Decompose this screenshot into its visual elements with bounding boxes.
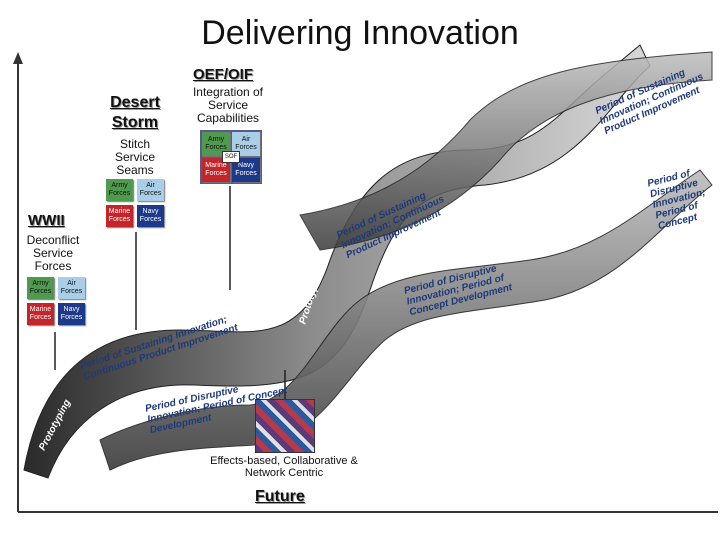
caption-effects: Effects-based, Collaborative & Network C… (210, 455, 358, 479)
navy-forces-tile: Navy Forces (137, 205, 164, 227)
sof-badge: SOF (222, 151, 240, 163)
page-title: Delivering Innovation (201, 14, 519, 52)
air-forces-tile: Air Forces (232, 132, 260, 156)
caption-deconflict: Deconflict Service Forces (26, 233, 80, 273)
air-forces-tile: Air Forces (137, 179, 164, 201)
y-axis-arrowhead (13, 52, 23, 64)
network-centric-image (255, 399, 315, 453)
navy-forces-tile: Navy Forces (58, 303, 85, 325)
era-oef-oif: OEF/OIF (193, 66, 253, 83)
army-forces-tile: Army Forces (106, 179, 133, 201)
era-future: Future (255, 488, 305, 505)
desert-storm-service-grid: Army Forces Air Forces Marine Forces Nav… (106, 179, 164, 227)
wave-band-upper (299, 51, 713, 251)
marine-forces-tile: Marine Forces (106, 205, 133, 227)
army-forces-tile: Army Forces (27, 277, 54, 299)
wwii-service-grid: Army Forces Air Forces Marine Forces Nav… (27, 277, 85, 325)
caption-stitch: Stitch Service Seams (114, 137, 155, 177)
marine-forces-tile: Marine Forces (27, 303, 54, 325)
era-wwii: WWII (28, 212, 65, 229)
air-forces-tile: Air Forces (58, 277, 85, 299)
caption-integration: Integration of Service Capabilities (192, 85, 264, 125)
era-desert-storm: Desert Storm (110, 94, 160, 131)
